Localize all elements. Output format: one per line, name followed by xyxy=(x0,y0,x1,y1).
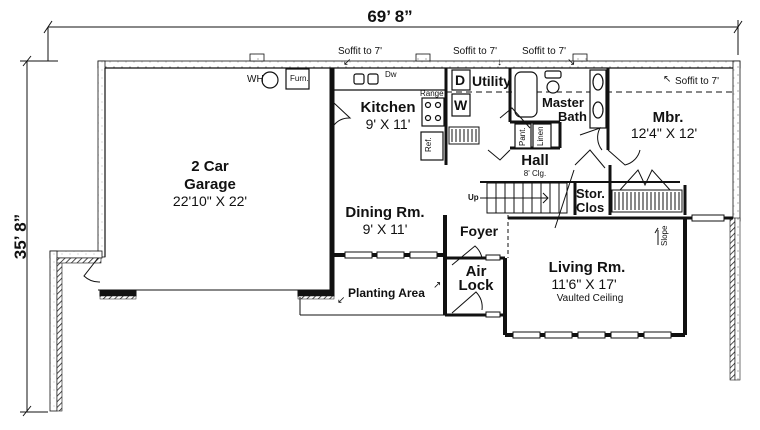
storage-closet-label-line2: Clos xyxy=(576,200,605,215)
overall-width-dimension: 69’ 8” xyxy=(367,7,413,26)
kitchen-dimensions: 9' X 11' xyxy=(365,116,411,132)
foyer-label: Foyer xyxy=(460,223,499,239)
linen-label: Linen xyxy=(536,126,545,146)
master-bath-label-line2: Bath xyxy=(558,109,587,124)
soffit-note-kitchen: Soffit to 7' xyxy=(338,46,382,57)
slope-label: Slope xyxy=(660,225,669,246)
soffit-note-bath: Soffit to 7' xyxy=(522,46,566,57)
slope-arrow-icon xyxy=(654,227,659,245)
living-room-ceiling-note: Vaulted Ceiling xyxy=(556,293,624,304)
hall-label: Hall xyxy=(521,152,549,169)
interior-walls xyxy=(98,67,733,339)
dimension-lines xyxy=(20,20,743,417)
staircase xyxy=(480,169,575,229)
dining-room-dimensions: 9' X 11' xyxy=(362,221,408,237)
hall-ceiling-note: 8' Clg. xyxy=(523,169,547,178)
furnace-label: Furn. xyxy=(290,74,309,83)
dryer-label: D xyxy=(455,72,466,88)
pantry-label: Pant. xyxy=(518,127,527,146)
washer-label: W xyxy=(454,97,468,113)
fixtures xyxy=(261,68,607,161)
master-bedroom-label: Mbr. xyxy=(652,109,684,126)
garage-label-line1: 2 Car xyxy=(191,158,229,175)
living-room-label: Living Rm. xyxy=(548,259,626,276)
planting-arrow-right-icon: ↗ xyxy=(433,280,442,291)
garage-label-line2: Garage xyxy=(184,176,236,193)
master-bath-label-line1: Master xyxy=(542,95,584,110)
kitchen-label: Kitchen xyxy=(360,99,416,116)
soffit-note-mbr: Soffit to 7' xyxy=(675,76,719,87)
water-heater-label: WH xyxy=(247,74,264,85)
air-lock-label-line2: Lock xyxy=(458,277,494,294)
master-bedroom-dimensions: 12'4" X 12' xyxy=(630,125,698,141)
soffit-arrow-icon: ↘ xyxy=(567,57,576,68)
dishwasher-label: Dw xyxy=(385,70,397,79)
dining-room-label: Dining Rm. xyxy=(345,204,425,221)
air-lock-label-line1: Air xyxy=(465,263,487,280)
door-swings xyxy=(83,101,641,314)
storage-closet-label-line1: Stor. xyxy=(576,186,605,201)
soffit-arrow-icon: ↖ xyxy=(663,74,672,85)
planting-area-label: Planting Area xyxy=(348,286,425,300)
refrigerator-label: Ref. xyxy=(424,137,433,152)
range-label: Range xyxy=(420,89,444,98)
closet-shelving xyxy=(448,126,683,213)
soffit-arrow-icon: ↓ xyxy=(497,57,502,68)
garage-dimensions: 22'10" X 22' xyxy=(172,193,248,209)
planting-arrow-left-icon: ↙ xyxy=(337,295,346,306)
overall-depth-dimension: 35’ 8” xyxy=(11,213,31,260)
living-room-dimensions: 11'6" X 17' xyxy=(551,276,617,292)
soffit-note-utility: Soffit to 7' xyxy=(453,46,497,57)
soffit-arrow-icon: ↙ xyxy=(343,57,352,68)
utility-label: Utility xyxy=(472,73,511,89)
stairs-up-label: Up xyxy=(468,193,479,202)
